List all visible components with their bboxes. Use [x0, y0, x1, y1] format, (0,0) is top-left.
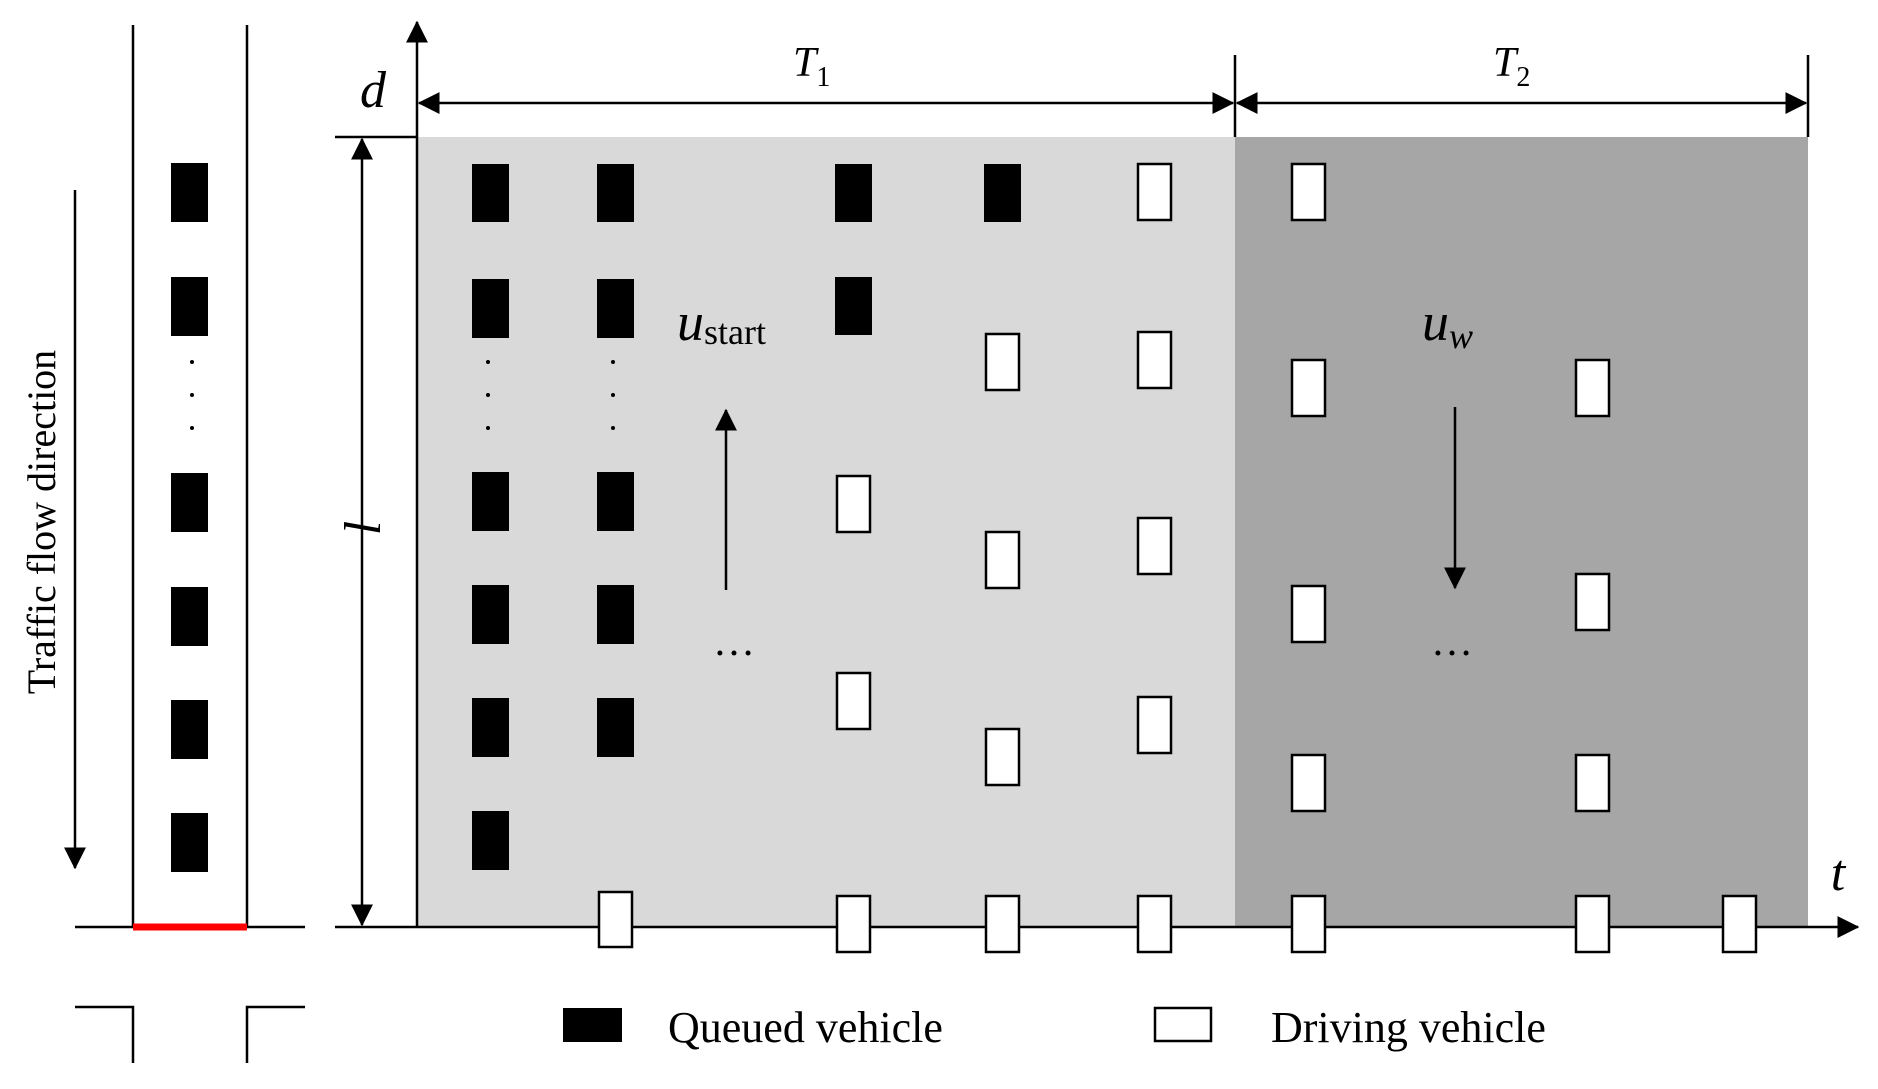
- queue-dots-col1: [486, 360, 490, 430]
- queued-vehicle: [597, 164, 634, 222]
- driving-vehicle: [984, 727, 1021, 787]
- driving-vehicle: [835, 474, 872, 534]
- road-queued-vehicle: [171, 587, 208, 646]
- queued-vehicle: [835, 164, 872, 222]
- driving-vehicle: [1574, 753, 1611, 813]
- corner-right: [245, 1005, 305, 1063]
- driving-vehicle: [1136, 162, 1173, 222]
- driving-vehicle: [835, 894, 872, 954]
- queued-vehicle: [472, 585, 509, 644]
- driving-vehicle: [1136, 516, 1173, 576]
- queued-vehicles: [472, 164, 1021, 870]
- queued-vehicle: [472, 472, 509, 531]
- driving-vehicle: [984, 530, 1021, 590]
- region-t1: [417, 137, 1235, 927]
- ellipsis-t2: …: [1431, 619, 1473, 665]
- ellipsis-t1: …: [713, 619, 755, 665]
- u-w-label: uw: [1422, 292, 1473, 356]
- queued-vehicle: [597, 472, 634, 531]
- road-panel: Traffic flow direction: [19, 25, 305, 1063]
- queued-vehicle: [835, 277, 872, 335]
- queued-vehicle: [597, 585, 634, 644]
- road-queued-vehicle: [171, 277, 208, 336]
- driving-vehicle: [1290, 162, 1327, 222]
- queued-vehicle: [472, 698, 509, 757]
- driving-vehicle: [1721, 894, 1758, 954]
- driving-vehicle: [1290, 358, 1327, 418]
- road-queued-vehicle: [171, 700, 208, 759]
- driving-vehicle: [835, 671, 872, 731]
- region-t2: [1235, 137, 1808, 927]
- queue-dots-col2: [611, 360, 615, 430]
- legend-queued-label: Queued vehicle: [668, 1003, 943, 1052]
- queued-vehicle: [984, 164, 1021, 222]
- traffic-direction-label: Traffic flow direction: [19, 350, 64, 694]
- queued-vehicle: [472, 164, 509, 222]
- l-dimension-label: l: [335, 521, 392, 535]
- t1-label: T1: [793, 40, 830, 93]
- queued-vehicle: [597, 698, 634, 757]
- t2-label: T2: [1493, 40, 1530, 93]
- driving-vehicle: [1136, 330, 1173, 390]
- d-axis-label: d: [360, 62, 387, 119]
- driving-vehicle: [1574, 572, 1611, 632]
- legend-driving-swatch: [1153, 1006, 1213, 1043]
- u-start-label: ustart: [677, 292, 766, 352]
- driving-vehicle: [1136, 695, 1173, 755]
- queued-vehicle: [472, 811, 509, 870]
- driving-vehicle: [1574, 894, 1611, 954]
- driving-vehicle: [984, 894, 1021, 954]
- queued-vehicle: [472, 279, 509, 338]
- driving-vehicle: [1290, 894, 1327, 954]
- driving-vehicle: [1290, 584, 1327, 644]
- driving-vehicle: [984, 332, 1021, 392]
- road-queued-vehicle: [171, 163, 208, 222]
- driving-vehicle: [1136, 894, 1173, 954]
- legend: Queued vehicle Driving vehicle: [563, 1003, 1546, 1052]
- legend-driving-label: Driving vehicle: [1271, 1003, 1546, 1052]
- queued-vehicle: [597, 279, 634, 338]
- corner-left: [75, 1005, 135, 1063]
- driving-vehicles: [597, 162, 1758, 954]
- road-vertical-dots: [190, 360, 194, 430]
- road-queued-vehicle: [171, 473, 208, 532]
- legend-queued-swatch: [563, 1008, 622, 1042]
- driving-vehicle: [1574, 358, 1611, 418]
- road-queued-vehicle: [171, 813, 208, 872]
- t-axis-label: t: [1831, 845, 1847, 902]
- driving-vehicle: [1290, 753, 1327, 813]
- driving-vehicle: [597, 890, 634, 949]
